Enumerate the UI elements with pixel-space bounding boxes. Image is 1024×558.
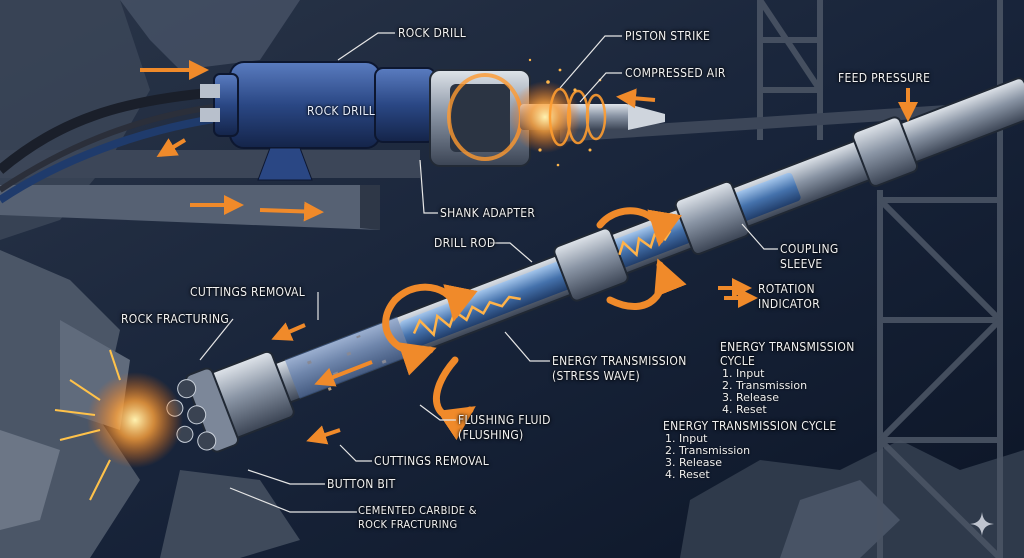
cycle-step: 2. Transmission bbox=[665, 444, 751, 457]
sparkle-icon bbox=[970, 512, 994, 536]
cycle-step: 2. Transmission bbox=[722, 379, 808, 392]
label-rotation: ROTATION bbox=[758, 282, 815, 296]
label-feed-pressure: FEED PRESSURE bbox=[838, 71, 931, 85]
label-rock-drill-callout: ROCK DRILL bbox=[398, 26, 467, 40]
label-stress-wave: (STRESS WAVE) bbox=[552, 369, 641, 383]
energy-cycle-upper: ENERGY TRANSMISSION CYCLE 1. Input 2. Tr… bbox=[720, 340, 855, 416]
label-carbide-fracturing: ROCK FRACTURING bbox=[358, 518, 458, 531]
energy-cycle-upper-title-1: ENERGY TRANSMISSION bbox=[720, 340, 855, 354]
label-button-bit: BUTTON BIT bbox=[327, 477, 396, 491]
cycle-step: 4. Reset bbox=[665, 468, 710, 481]
label-indicator: INDICATOR bbox=[758, 297, 821, 311]
label-rock-fracturing-top: ROCK FRACTURING bbox=[121, 312, 230, 326]
cycle-step: 1. Input bbox=[665, 432, 708, 445]
label-flushing-fluid: FLUSHING FLUID bbox=[458, 413, 551, 427]
energy-cycle-lower: ENERGY TRANSMISSION CYCLE 1. Input 2. Tr… bbox=[663, 419, 836, 481]
label-shank-adapter: SHANK ADAPTER bbox=[440, 206, 536, 220]
energy-cycle-lower-title: ENERGY TRANSMISSION CYCLE bbox=[663, 419, 837, 433]
label-cuttings-removal-bottom: CUTTINGS REMOVAL bbox=[374, 454, 490, 468]
cycle-step: 1. Input bbox=[722, 367, 765, 380]
label-flushing: (FLUSHING) bbox=[458, 428, 524, 442]
label-coupling: COUPLING bbox=[780, 242, 839, 256]
label-carbide: CEMENTED CARBIDE & bbox=[358, 504, 477, 517]
label-sleeve: SLEEVE bbox=[780, 257, 823, 271]
label-drill-rod: DRILL ROD bbox=[434, 236, 496, 250]
energy-cycle-upper-title-2: CYCLE bbox=[720, 354, 756, 368]
cycle-step: 3. Release bbox=[722, 391, 779, 404]
cycle-step: 3. Release bbox=[665, 456, 722, 469]
label-rock-drill-body: ROCK DRILL bbox=[307, 104, 376, 118]
cycle-step: 4. Reset bbox=[722, 403, 767, 416]
label-piston-strike: PISTON STRIKE bbox=[625, 29, 711, 43]
label-compressed-air: COMPRESSED AIR bbox=[625, 66, 726, 80]
label-cuttings-removal-top: CUTTINGS REMOVAL bbox=[190, 285, 306, 299]
label-energy-transmission: ENERGY TRANSMISSION bbox=[552, 354, 687, 368]
